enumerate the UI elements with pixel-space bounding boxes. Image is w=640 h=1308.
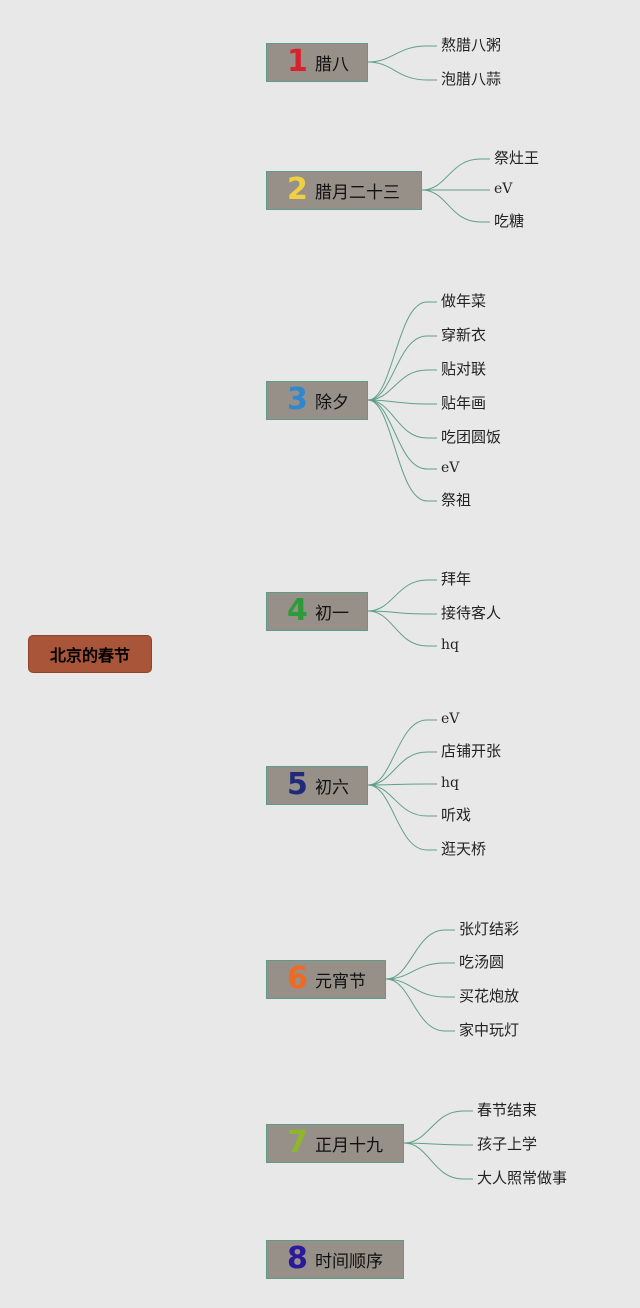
leaf-item[interactable]: 听戏: [441, 806, 472, 824]
branch-node-8[interactable]: 8 时间顺序: [266, 1239, 404, 1279]
branch-number: 5: [287, 767, 308, 802]
leaf-item[interactable]: 吃汤圆: [459, 953, 505, 971]
leaf-item[interactable]: 张灯结彩: [459, 920, 520, 938]
leaf-connector: [421, 158, 490, 191]
leaf-item[interactable]: eV: [494, 181, 513, 197]
leaf-connector: [367, 784, 437, 817]
branch-node-2[interactable]: 2 腊月二十三: [266, 170, 422, 210]
branch-node-3[interactable]: 3 除夕: [266, 380, 368, 420]
branch-label: 时间顺序: [315, 1251, 383, 1272]
branch-label: 腊八: [315, 54, 349, 75]
branch-label: 正月十九: [315, 1135, 383, 1156]
leaf-connector: [367, 399, 437, 502]
leaf-connector: [421, 189, 490, 223]
branch-number: 6: [287, 961, 308, 996]
leaf-connector: [367, 45, 437, 63]
branch-node-5[interactable]: 5 初六: [266, 765, 368, 805]
branch-label: 元宵节: [315, 971, 366, 992]
branch-number: 1: [287, 44, 308, 79]
leaf-connector: [367, 301, 437, 401]
branch-node-6[interactable]: 6 元宵节: [266, 959, 386, 999]
leaf-connector: [385, 929, 455, 980]
root-node[interactable]: 北京的春节: [28, 635, 152, 673]
leaf-connector: [367, 783, 437, 786]
leaf-connector: [385, 978, 455, 1032]
branch-node-4[interactable]: 4 初一: [266, 591, 368, 631]
leaf-item[interactable]: 拜年: [441, 570, 472, 588]
branch-label: 初六: [315, 777, 349, 798]
leaf-connector: [385, 962, 455, 980]
leaf-connector: [367, 335, 437, 401]
leaf-connector: [367, 399, 437, 470]
branch-number: 7: [287, 1125, 308, 1160]
branch-label: 初一: [315, 603, 349, 624]
leaf-item[interactable]: 春节结束: [477, 1101, 538, 1119]
leaf-item[interactable]: 贴年画: [441, 394, 487, 412]
leaf-item[interactable]: 泡腊八蒜: [441, 70, 502, 88]
leaf-connector: [367, 399, 437, 439]
branch-number: 2: [287, 172, 308, 207]
leaf-item[interactable]: hq: [441, 637, 459, 653]
leaf-item[interactable]: 逛天桥: [441, 840, 487, 858]
leaf-connector: [367, 61, 437, 81]
branch-number: 8: [287, 1241, 308, 1276]
leaf-connector: [367, 399, 437, 405]
leaf-item[interactable]: 家中玩灯: [459, 1021, 520, 1039]
leaf-connector: [367, 784, 437, 851]
leaf-item[interactable]: 店铺开张: [441, 742, 502, 760]
leaf-item[interactable]: 孩子上学: [477, 1135, 538, 1153]
branch-number: 3: [287, 382, 308, 417]
leaf-connector: [367, 610, 437, 615]
leaf-item[interactable]: 贴对联: [441, 360, 487, 378]
leaf-item[interactable]: eV: [441, 460, 460, 476]
leaf-connector: [385, 978, 455, 998]
branch-node-1[interactable]: 1 腊八: [266, 42, 368, 82]
branch-number: 4: [287, 593, 308, 628]
leaf-item[interactable]: 做年菜: [441, 292, 487, 310]
leaf-connector: [367, 719, 437, 786]
leaf-connector: [367, 369, 437, 401]
leaf-item[interactable]: 接待客人: [441, 604, 502, 622]
branch-label: 除夕: [315, 392, 349, 413]
branch-label: 腊月二十三: [315, 182, 400, 203]
leaf-item[interactable]: 大人照常做事: [477, 1169, 568, 1187]
leaf-item[interactable]: 祭灶王: [494, 149, 540, 167]
leaf-item[interactable]: 吃糖: [494, 212, 525, 230]
leaf-item[interactable]: 穿新衣: [441, 326, 487, 344]
leaf-connector: [367, 610, 437, 647]
leaf-item[interactable]: 吃团圆饭: [441, 428, 502, 446]
leaf-item[interactable]: eV: [441, 711, 460, 727]
leaf-item[interactable]: 祭祖: [441, 491, 472, 509]
leaf-connector: [403, 1142, 473, 1146]
leaf-item[interactable]: 熬腊八粥: [441, 36, 502, 54]
leaf-item[interactable]: hq: [441, 775, 459, 791]
leaf-connector: [367, 751, 437, 786]
leaf-connector: [403, 1142, 473, 1180]
branch-node-7[interactable]: 7 正月十九: [266, 1123, 404, 1163]
leaf-item[interactable]: 买花炮放: [459, 987, 520, 1005]
leaf-connector: [403, 1110, 473, 1144]
leaf-connector: [367, 579, 437, 612]
